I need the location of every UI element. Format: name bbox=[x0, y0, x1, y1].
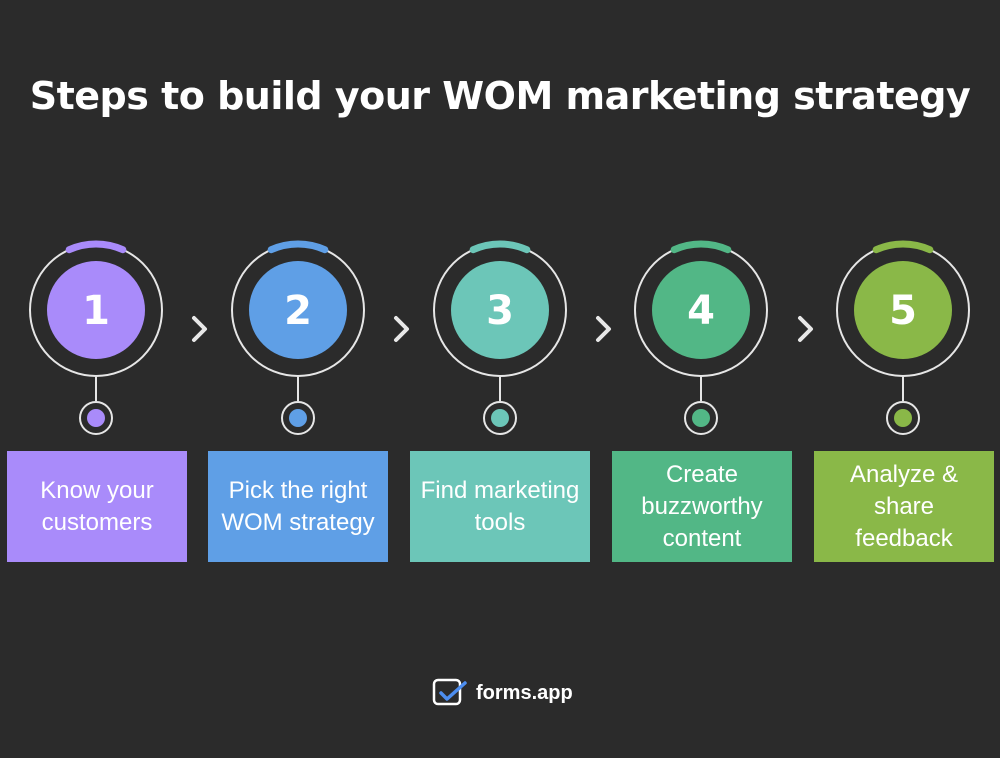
chevron-right-icon bbox=[596, 316, 611, 342]
forms-app-logo: forms.app bbox=[432, 678, 573, 708]
step-5-dot-ring bbox=[886, 401, 920, 435]
step-5-number: 5 bbox=[889, 288, 917, 334]
step-4-dot-ring bbox=[684, 401, 718, 435]
step-3-label: Find marketing tools bbox=[410, 451, 590, 562]
step-2-accent-arc bbox=[267, 240, 329, 254]
step-2-dot bbox=[289, 409, 307, 427]
step-3-accent-arc bbox=[469, 240, 531, 254]
chevron-right-icon bbox=[394, 316, 409, 342]
step-1-label: Know your customers bbox=[7, 451, 187, 562]
step-2-label: Pick the right WOM strategy bbox=[208, 451, 388, 562]
step-4-number: 4 bbox=[687, 288, 715, 334]
chevron-right-icon bbox=[798, 316, 813, 342]
chevron-right-icon bbox=[192, 316, 207, 342]
step-4-dot bbox=[692, 409, 710, 427]
step-1-circle bbox=[47, 261, 145, 359]
step-3-number: 3 bbox=[486, 288, 514, 334]
logo-text: forms.app bbox=[476, 681, 573, 704]
step-2-dot-ring bbox=[281, 401, 315, 435]
step-5-label: Analyze & share feedback bbox=[814, 451, 994, 562]
page-title: Steps to build your WOM marketing strate… bbox=[29, 74, 971, 118]
step-4-accent-arc bbox=[670, 240, 732, 254]
step-1-dot-ring bbox=[79, 401, 113, 435]
step-3-circle bbox=[451, 261, 549, 359]
step-2-number: 2 bbox=[284, 288, 312, 334]
step-4-circle bbox=[652, 261, 750, 359]
step-1-number: 1 bbox=[82, 288, 110, 334]
step-3-dot bbox=[491, 409, 509, 427]
step-2-circle bbox=[249, 261, 347, 359]
forms-app-logo-icon bbox=[432, 678, 467, 706]
step-1-accent-arc bbox=[65, 240, 127, 254]
step-5-circle bbox=[854, 261, 952, 359]
step-4-label: Create buzzworthy content bbox=[612, 451, 792, 562]
step-5-accent-arc bbox=[872, 240, 934, 254]
step-3-dot-ring bbox=[483, 401, 517, 435]
step-5-dot bbox=[894, 409, 912, 427]
step-1-dot bbox=[87, 409, 105, 427]
